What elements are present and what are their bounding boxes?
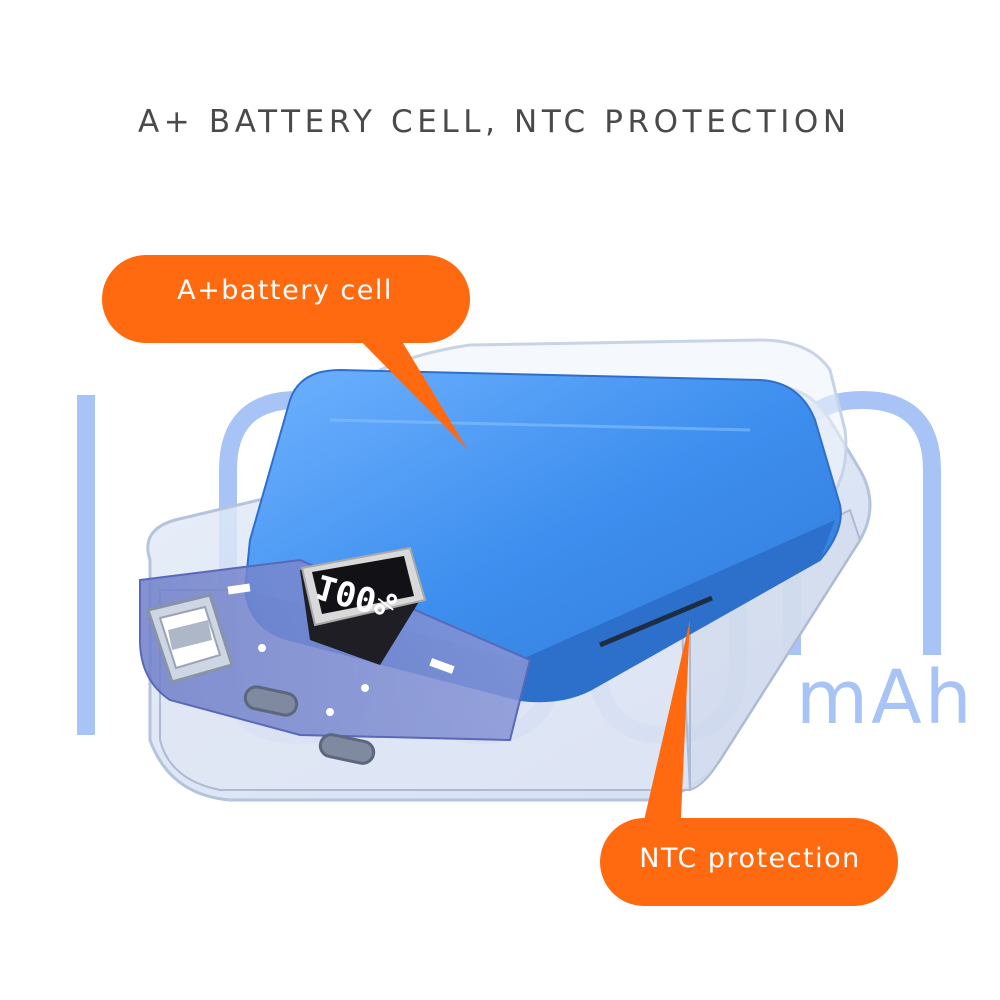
port-usb-c-1 bbox=[243, 685, 299, 717]
ntc-sensor bbox=[599, 595, 713, 648]
callout-battery bbox=[102, 255, 470, 450]
led-display: 100% bbox=[300, 546, 427, 665]
port-usb-c-2 bbox=[318, 733, 376, 765]
capacity-unit: mAh bbox=[796, 655, 975, 741]
callout-ntc bbox=[600, 620, 898, 906]
callout-battery-label: A+battery cell bbox=[177, 275, 393, 306]
headline: A+ BATTERY CELL, NTC PROTECTION bbox=[138, 104, 851, 140]
pcb-board bbox=[139, 558, 532, 742]
port-usb-a bbox=[146, 593, 234, 684]
callout-ntc-label: NTC protection bbox=[639, 843, 861, 874]
